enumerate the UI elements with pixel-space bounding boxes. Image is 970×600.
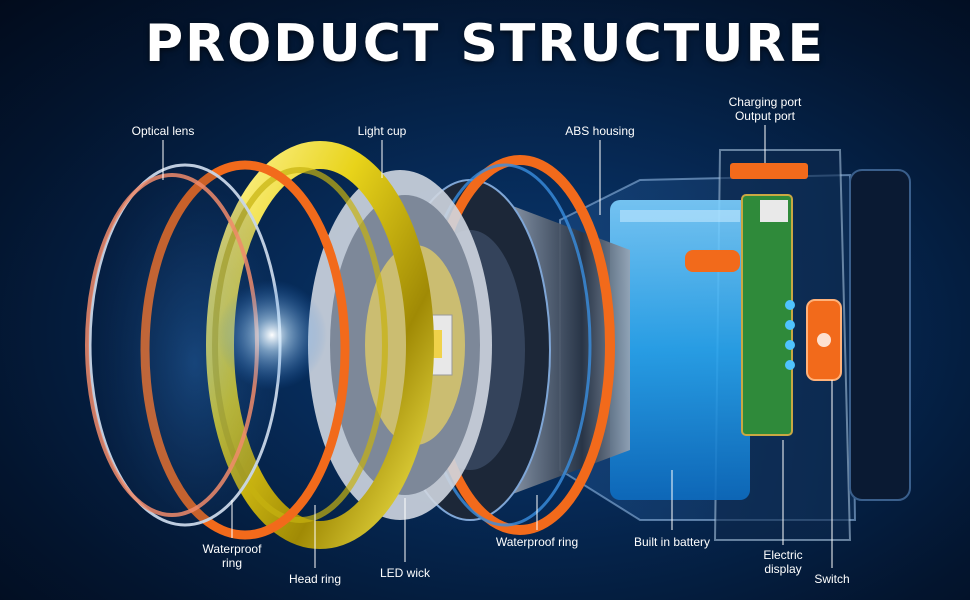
label-led-wick: LED wick xyxy=(379,566,430,580)
leader-lines xyxy=(162,125,833,568)
label-waterproof-ring-front: Waterproof ring xyxy=(190,542,274,570)
label-output-port: Output port xyxy=(734,109,796,123)
built-in-battery xyxy=(610,200,750,500)
label-charging-port: Charging port xyxy=(728,95,802,109)
label-waterproof-ring-rear: Waterproof ring xyxy=(495,535,579,549)
label-head-ring: Head ring xyxy=(288,572,342,586)
label-switch: Switch xyxy=(814,572,850,586)
optical-lens xyxy=(85,163,282,527)
switch-button xyxy=(806,299,842,381)
page-title: PRODUCT STRUCTURE xyxy=(144,14,826,74)
charging-port xyxy=(730,163,808,179)
label-charging-output-port: Charging port Output port xyxy=(708,95,822,123)
pcb-board xyxy=(741,194,795,436)
label-electric-display: Electric display xyxy=(748,548,818,576)
label-built-in-battery: Built in battery xyxy=(633,535,711,549)
label-electric-display-line1: Electric xyxy=(763,548,803,562)
connector xyxy=(685,250,740,272)
label-waterproof-ring-front-line1: Waterproof xyxy=(202,542,262,556)
label-waterproof-ring-front-line2: ring xyxy=(221,556,242,570)
label-light-cup: Light cup xyxy=(357,124,407,138)
electric-display-leds xyxy=(785,300,795,370)
label-abs-housing: ABS housing xyxy=(565,124,635,138)
label-optical-lens: Optical lens xyxy=(131,124,195,138)
lens-flare xyxy=(217,280,327,390)
label-electric-display-line2: display xyxy=(764,562,802,576)
